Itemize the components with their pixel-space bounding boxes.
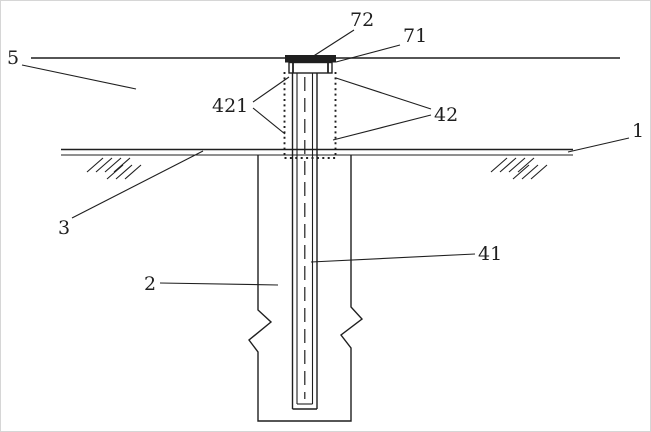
cap-top-plate [285,55,336,63]
leader-1 [567,137,630,153]
leader-71 [335,44,401,63]
reference-numerals: 5 72 71 421 42 1 3 2 41 [7,9,644,295]
label-421: 421 [212,95,248,117]
leader-3 [71,150,204,219]
sensor-tube [291,73,318,410]
label-1: 1 [632,120,644,142]
leader-42-lower [332,114,432,141]
label-41: 41 [478,243,502,265]
leader-lines [21,29,630,286]
soil-hatch-left [86,157,142,180]
label-42: 42 [434,104,458,126]
leader-5 [21,64,137,90]
label-5: 5 [7,47,19,69]
label-2: 2 [144,273,156,295]
dotted-casing [283,72,337,159]
cap-body [288,61,333,74]
leader-2 [159,282,279,286]
leader-72 [311,29,355,58]
label-3: 3 [58,217,70,239]
cap-assembly [285,55,336,74]
soil-hatch-right [490,157,548,180]
label-71: 71 [403,25,427,47]
leader-42-upper [335,77,432,110]
label-72: 72 [350,9,374,31]
pile-outline [248,155,364,422]
leader-41 [310,253,476,263]
leader-421-lower [252,107,286,135]
leader-421-upper [252,76,290,103]
